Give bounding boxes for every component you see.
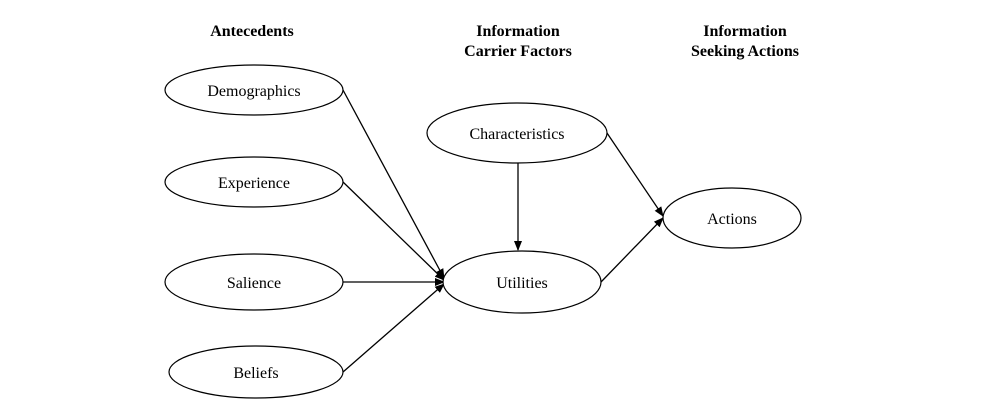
node-actions-label: Actions bbox=[707, 211, 757, 228]
node-experience: Experience bbox=[164, 156, 344, 208]
header-carrier-line-1: Information bbox=[476, 23, 560, 40]
node-salience-label: Salience bbox=[227, 275, 281, 292]
column-header-antecedents: Antecedents bbox=[152, 22, 352, 42]
header-seeking-line-1: Information bbox=[703, 23, 787, 40]
node-demographics: Demographics bbox=[164, 64, 344, 116]
header-antecedents-line-1: Antecedents bbox=[210, 23, 294, 40]
node-experience-label: Experience bbox=[218, 175, 290, 192]
column-header-carrier-factors: Information Carrier Factors bbox=[418, 22, 618, 62]
edge-characteristics-to-actions bbox=[606, 132, 664, 217]
node-beliefs-label: Beliefs bbox=[233, 365, 278, 382]
node-characteristics: Characteristics bbox=[426, 102, 608, 164]
node-beliefs: Beliefs bbox=[168, 345, 344, 399]
node-utilities: Utilities bbox=[442, 250, 602, 314]
node-salience: Salience bbox=[164, 253, 344, 311]
node-actions: Actions bbox=[662, 187, 802, 249]
header-seeking-line-2: Seeking Actions bbox=[690, 43, 799, 60]
node-characteristics-label: Characteristics bbox=[469, 126, 564, 143]
column-header-seeking-actions: Information Seeking Actions bbox=[645, 22, 845, 62]
edge-beliefs-to-utilities bbox=[342, 283, 445, 373]
node-utilities-label: Utilities bbox=[496, 275, 548, 292]
header-carrier-line-2: Carrier Factors bbox=[464, 43, 572, 60]
edge-demographics-to-utilities bbox=[342, 89, 445, 279]
edge-experience-to-utilities bbox=[342, 181, 445, 281]
node-demographics-label: Demographics bbox=[207, 83, 300, 100]
edge-utilities-to-actions bbox=[600, 217, 664, 283]
